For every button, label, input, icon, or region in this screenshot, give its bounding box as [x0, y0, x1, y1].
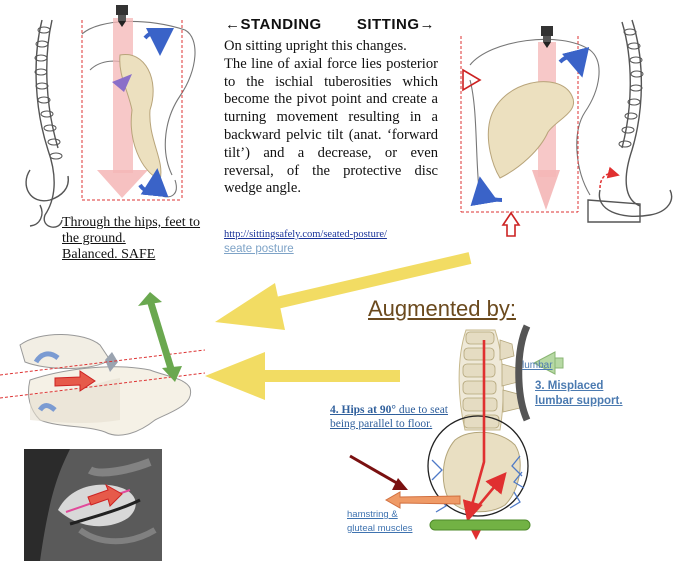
- sitting-rotation-arrow-bottom: [470, 176, 503, 207]
- force-line-red: [462, 340, 486, 523]
- seat-green-bar: [429, 519, 531, 531]
- yellow-arrow-upper: [215, 252, 472, 330]
- sitting-sacrum: [487, 81, 575, 179]
- muscle-orange-arrow: [384, 491, 461, 509]
- standing-caption-line2: the ground.: [62, 231, 126, 246]
- vertebra-red-arrow: [54, 370, 96, 392]
- sitting-dotted-box: [460, 36, 579, 213]
- standing-sacrum-purple: [112, 74, 132, 92]
- sitting-left-outline-arrow: [462, 68, 482, 92]
- standing-weight-icon: [116, 5, 128, 27]
- standing-dotted-guides: [81, 20, 183, 201]
- standing-caption-line3: Balanced. SAFE: [62, 247, 156, 262]
- lumbar-support-pad: [515, 324, 531, 422]
- hips-90-label[interactable]: 4. Hips at 90° due to seat being paralle…: [330, 403, 450, 431]
- misplaced-lumbar-label[interactable]: 3. Misplaced lumbar support.: [535, 379, 623, 409]
- lumbar-tag[interactable]: lumbar: [522, 360, 553, 371]
- hips-90-bold: 4. Hips at 90°: [330, 404, 396, 416]
- sitting-force-arrowhead: [532, 170, 560, 210]
- standing-rotation-arrow-top: [143, 27, 174, 56]
- explanation-body: The line of axial force lies posterior t…: [224, 55, 438, 197]
- sitting-label: SITTING→: [356, 16, 435, 33]
- sitting-tilt-arrow: [599, 166, 620, 189]
- misplaced-line1: 3. Misplaced: [535, 380, 604, 392]
- lumbar-green-arrow-body: [554, 357, 564, 369]
- standing-caption-line1: Through the hips, feet to: [62, 215, 201, 230]
- standing-label: ←STANDING: [225, 16, 322, 33]
- muscles-line1: hamstring &: [347, 509, 398, 520]
- sitting-bottom-outline-arrow: [501, 211, 521, 237]
- hips-dark-red-arrow: [349, 454, 403, 488]
- standing-rotation-arrow-bottom: [138, 168, 169, 198]
- misplaced-line2: lumbar support.: [535, 395, 623, 407]
- sitting-weight-icon: [541, 26, 553, 48]
- sitting-rotation-arrow-top: [558, 47, 590, 78]
- sitting-explanation: On sitting upright this changes. The lin…: [224, 38, 438, 198]
- mri-image: [24, 449, 162, 561]
- hips-90-rest: due to seat being parallel to floor.: [330, 404, 449, 430]
- explanation-line1: On sitting upright this changes.: [224, 38, 407, 54]
- standing-caption: Through the hips, feet to the ground. Ba…: [62, 215, 200, 263]
- source-caption-link[interactable]: seate posture: [224, 243, 294, 255]
- force-line-red-diag: [469, 472, 507, 517]
- vertebra-diagram: [0, 334, 206, 436]
- sitting-skeleton-outline: [587, 19, 673, 223]
- hips-dark-red-arrowhead: [392, 478, 408, 490]
- yellow-arrow-lower: [205, 352, 400, 400]
- green-double-arrow: [138, 292, 182, 382]
- standing-skeleton-outline: [25, 19, 69, 228]
- force-up-arrow: [470, 528, 482, 540]
- muscles-line2: gluteal muscles: [347, 523, 413, 534]
- standing-force-arrowhead: [97, 170, 148, 198]
- source-url-link[interactable]: http://sittingsafely.com/seated-posture/: [224, 229, 387, 240]
- standing-sitting-heading: ←STANDING SITTING→: [225, 16, 435, 33]
- augmented-title: Augmented by:: [368, 296, 516, 321]
- augmented-spine: [442, 329, 521, 513]
- muscles-label[interactable]: hamstring & gluteal muscles: [347, 508, 412, 536]
